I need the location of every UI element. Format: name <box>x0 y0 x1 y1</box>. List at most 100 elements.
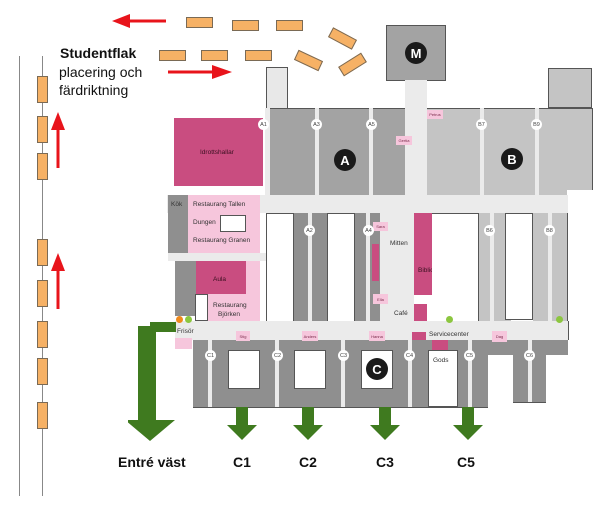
label-dungen: Dungen <box>193 219 216 226</box>
gate-c5[interactable]: C5 <box>464 350 475 361</box>
gate-a4[interactable]: A4 <box>363 225 374 236</box>
room-small-pink[interactable] <box>372 244 379 281</box>
building-m-marker: M <box>405 42 427 64</box>
label-kok: Kök <box>171 201 183 208</box>
gate-b8[interactable]: B8 <box>544 225 555 236</box>
studentflak <box>37 358 48 385</box>
tag-gertia: Gertia <box>396 136 412 145</box>
studentflak <box>37 239 48 266</box>
gate-a2[interactable]: A2 <box>304 225 315 236</box>
info-green-icon <box>446 316 453 323</box>
gate-b6[interactable]: B6 <box>484 225 495 236</box>
gate-a5[interactable]: A5 <box>366 119 377 130</box>
corridor-main-north <box>167 195 568 213</box>
arrow-up-icon <box>51 253 65 309</box>
studentflak <box>201 50 228 61</box>
exit-arrow-entre-vast-icon <box>128 322 176 441</box>
gate-c3[interactable]: C3 <box>338 350 349 361</box>
studentflak <box>37 153 48 180</box>
corridor-ab <box>405 108 427 198</box>
gate-c1[interactable]: C1 <box>205 350 216 361</box>
walkway <box>366 213 370 322</box>
walkway <box>490 213 494 322</box>
studentflak <box>37 116 48 143</box>
label-restaurang-tallen: Restaurang Tallen <box>193 201 246 208</box>
wall-notch <box>567 190 593 200</box>
corridor-main-south <box>175 321 569 340</box>
studentflak <box>245 50 272 61</box>
tag-hanna: Hanna <box>369 331 385 341</box>
exit-label-c1: C1 <box>233 454 251 470</box>
studentflak <box>327 27 358 50</box>
studentflak <box>159 50 186 61</box>
pier-c-cutout <box>546 355 571 410</box>
label-cafe: Café <box>394 310 408 317</box>
room-frisor[interactable] <box>175 338 192 349</box>
gate-room <box>228 350 260 389</box>
tag-ella: Ella <box>373 294 388 304</box>
road-line-outer <box>19 56 20 496</box>
walkway <box>548 213 552 322</box>
corridor-west <box>168 253 268 261</box>
gate-c6[interactable]: C6 <box>524 350 535 361</box>
walkway <box>535 108 539 196</box>
pier-c-cutout <box>488 355 513 410</box>
info-green-icon <box>185 316 192 323</box>
room-white-west <box>195 294 208 321</box>
tag-anders: Anders <box>302 331 318 341</box>
tag-stig: Stig <box>236 331 250 341</box>
walkway <box>208 340 212 407</box>
arrow-left-icon <box>112 14 166 28</box>
courtyard <box>327 213 355 322</box>
gate-c2[interactable]: C2 <box>272 350 283 361</box>
studentflak <box>338 52 367 77</box>
gate-c4[interactable]: C4 <box>404 350 415 361</box>
label-servicecenter: Servicecenter <box>429 331 469 338</box>
label-restaurang-bjorken-2: Björken <box>218 311 241 318</box>
room-bibliotek-lower <box>414 304 427 322</box>
road-line-inner <box>42 56 43 496</box>
legend-subtitle-2: färdriktning <box>59 82 129 98</box>
arrow-up-icon <box>51 112 65 168</box>
room-idrottshallar[interactable] <box>174 118 263 186</box>
exit-arrow-c1-icon <box>227 407 257 440</box>
room-kok[interactable] <box>168 195 188 260</box>
legend-title: Studentflak <box>60 45 137 61</box>
walkway <box>308 213 312 322</box>
studentflak <box>37 280 48 307</box>
courtyard <box>505 213 533 320</box>
studentflak <box>37 321 48 348</box>
courtyard-bibliotek <box>432 213 479 322</box>
room-gods[interactable] <box>428 350 458 407</box>
gate-a1[interactable]: A1 <box>258 119 269 130</box>
exit-arrow-c2-icon <box>293 407 323 440</box>
building-b-marker: B <box>501 148 523 170</box>
tag-dag: Dag <box>492 331 507 342</box>
studentflak <box>232 20 259 31</box>
walkway <box>408 340 412 407</box>
corridor-m <box>405 80 427 110</box>
building-a-marker: A <box>334 149 356 171</box>
walkway <box>275 340 279 407</box>
exit-label-entre-vast: Entré väst <box>118 454 186 470</box>
studentflak <box>37 76 48 103</box>
light-annex-b <box>548 68 592 108</box>
gate-b9[interactable]: B9 <box>531 119 542 130</box>
legend-subtitle-1: placering och <box>59 64 143 80</box>
label-restaurang-granen: Restaurang Granen <box>193 237 251 244</box>
gate-room <box>294 350 326 389</box>
room-dungen[interactable] <box>220 215 246 232</box>
studentflak <box>293 49 324 72</box>
gate-a3[interactable]: A3 <box>311 119 322 130</box>
studentflak <box>37 402 48 429</box>
label-frisor: Frisör <box>177 328 194 335</box>
walkway <box>480 108 484 196</box>
label-bibliotek: Bibliotek <box>418 267 443 274</box>
tag-petrus: Petrus <box>427 110 443 119</box>
label-mitten: Mitten <box>390 240 408 247</box>
exit-label-c5: C5 <box>457 454 475 470</box>
gate-b7[interactable]: B7 <box>476 119 487 130</box>
walkway <box>341 340 345 407</box>
walkway <box>369 108 373 196</box>
building-c-marker: C <box>366 358 388 380</box>
